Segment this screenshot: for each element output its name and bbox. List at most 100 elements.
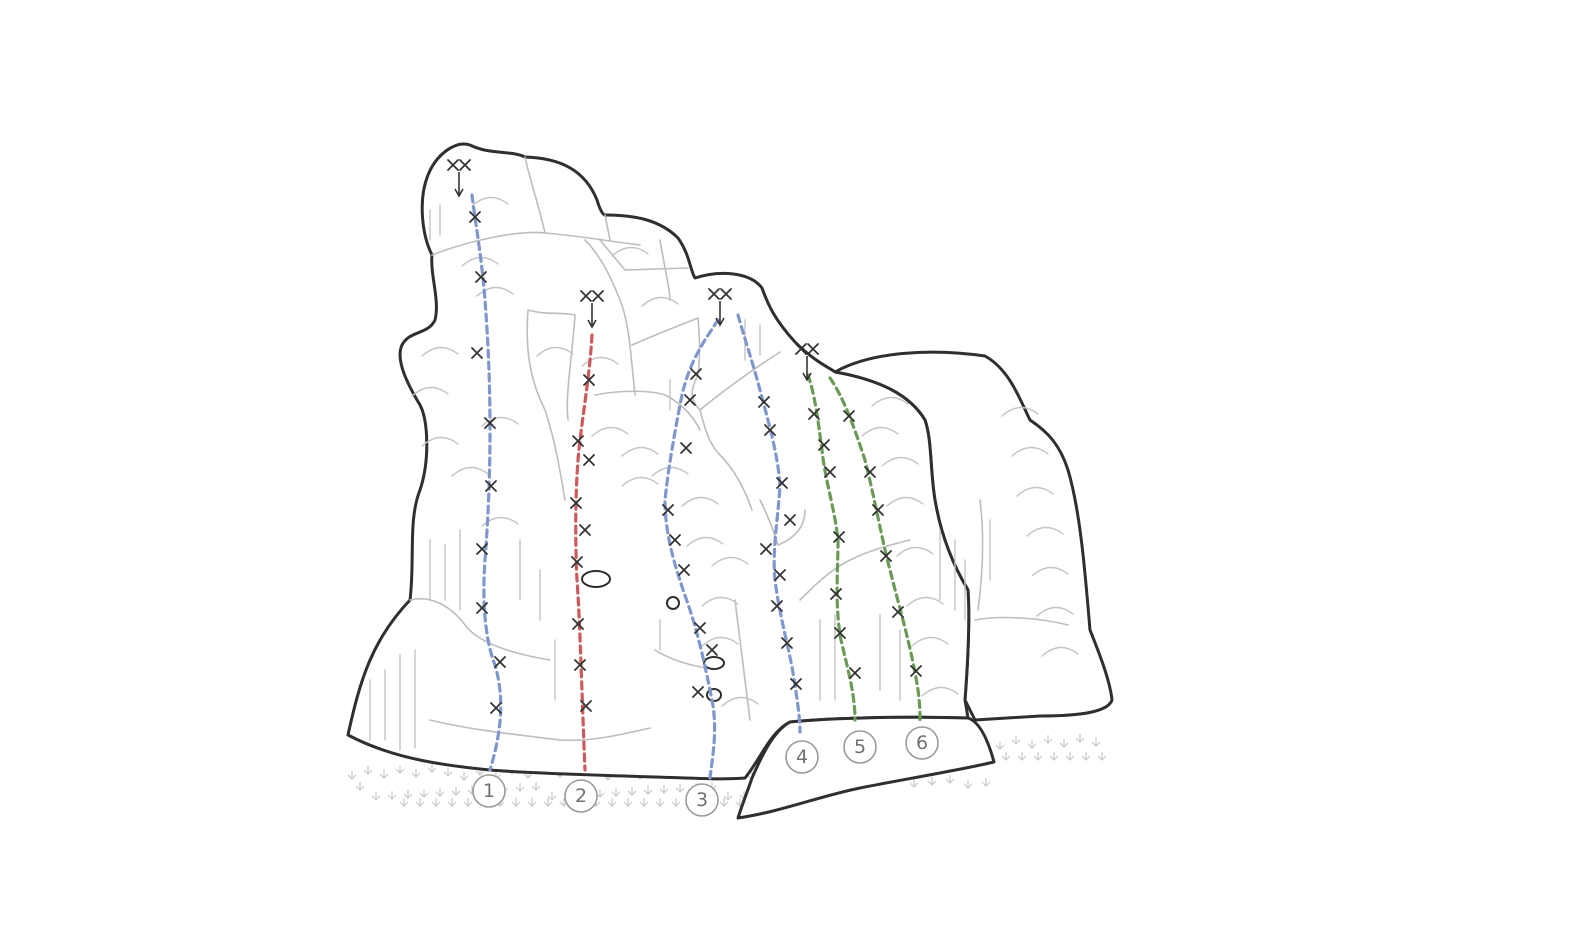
grass-tuft bbox=[515, 783, 525, 792]
grass-tuft bbox=[347, 771, 357, 780]
rock-texture-arc bbox=[471, 196, 509, 207]
route-2-bolt-3 bbox=[570, 497, 582, 509]
route-6-bolt-3 bbox=[880, 550, 892, 562]
grass-tuft bbox=[1017, 752, 1027, 761]
route-3-4-anchor bbox=[708, 288, 732, 327]
grass-tuft bbox=[659, 785, 669, 794]
anchors-layer bbox=[447, 159, 819, 382]
route-6-line[interactable] bbox=[828, 376, 922, 722]
grass-tuft bbox=[387, 791, 397, 800]
rock-texture-arc bbox=[861, 426, 899, 437]
grass-tuft bbox=[623, 798, 633, 807]
rock-texture-arc bbox=[481, 416, 519, 427]
grass-tuft bbox=[643, 786, 653, 795]
grass-tuft bbox=[995, 741, 1005, 750]
rock-texture-arc bbox=[621, 446, 659, 457]
route-1-line[interactable] bbox=[470, 193, 503, 772]
rock-texture-arc bbox=[481, 516, 519, 527]
route-6-bolt-4 bbox=[892, 606, 904, 618]
rock-texture-arc bbox=[621, 476, 659, 487]
grass-tuft bbox=[1097, 752, 1107, 761]
route-5-6-anchor bbox=[795, 343, 819, 382]
route-6-number: 6 bbox=[916, 732, 928, 754]
rock-texture-arc bbox=[871, 396, 909, 407]
route-2-bolt-6 bbox=[574, 659, 586, 671]
route-4-number: 4 bbox=[796, 746, 808, 768]
route-4-bolt-6 bbox=[790, 678, 802, 690]
route-5-line[interactable] bbox=[806, 373, 857, 722]
grass-tuft bbox=[355, 782, 365, 791]
route-1-bolt-4 bbox=[484, 417, 496, 429]
rock-texture-arc bbox=[896, 546, 934, 557]
grass-tuft bbox=[1059, 739, 1069, 748]
rock-texture-arc bbox=[1011, 446, 1049, 457]
route-2-bolt-9 bbox=[579, 524, 591, 536]
route-2-badge[interactable]: 2 bbox=[564, 779, 598, 813]
route-4-badge[interactable]: 4 bbox=[785, 740, 819, 774]
rock-texture-arc bbox=[701, 596, 739, 607]
route-1-bolt-3 bbox=[471, 347, 483, 359]
rock-texture-arc bbox=[611, 246, 649, 257]
rock-texture-arc bbox=[906, 596, 944, 607]
route-3-bolt-6 bbox=[692, 686, 704, 698]
grass-tuft bbox=[719, 798, 729, 807]
grass-tuft bbox=[1043, 735, 1053, 744]
route-3-bolt-4 bbox=[678, 564, 690, 576]
route-5-number: 5 bbox=[854, 736, 866, 758]
grass-tuft bbox=[927, 777, 937, 786]
route-1-number: 1 bbox=[483, 780, 495, 802]
grass-tuft bbox=[1065, 752, 1075, 761]
grass-tuft bbox=[1033, 752, 1043, 761]
grass-tuft bbox=[371, 792, 381, 801]
route-1-bolt-5 bbox=[485, 480, 497, 492]
rock-outline-main bbox=[346, 142, 971, 781]
grass-tuft bbox=[511, 798, 521, 807]
route-4-bolt-5 bbox=[781, 637, 793, 649]
grass-tuft bbox=[981, 778, 991, 787]
route-6-bolt-6 bbox=[872, 504, 884, 516]
bolts-layer bbox=[469, 211, 922, 714]
route-2-bolt-2 bbox=[572, 435, 584, 447]
rock-texture-arc bbox=[1041, 646, 1079, 657]
route-4-bolt-9 bbox=[774, 569, 786, 581]
route-3-badge[interactable]: 3 bbox=[685, 783, 719, 817]
route-5-bolt-2 bbox=[824, 466, 836, 478]
route-5-bolt-1 bbox=[808, 408, 820, 420]
grass-tuft bbox=[443, 768, 453, 777]
grass-tuft bbox=[415, 798, 425, 807]
grass-tuft bbox=[1027, 740, 1037, 749]
grass-tuft bbox=[459, 772, 469, 781]
route-5-badge[interactable]: 5 bbox=[843, 730, 877, 764]
grass-tuft bbox=[547, 792, 557, 801]
route-1-badge[interactable]: 1 bbox=[472, 774, 506, 808]
route-6-badge[interactable]: 6 bbox=[905, 726, 939, 760]
grass-tuft bbox=[675, 784, 685, 793]
route-5-bolt-7 bbox=[818, 439, 830, 451]
route-1-bolt-1 bbox=[469, 211, 481, 223]
route-1-anchor bbox=[447, 159, 471, 198]
route-1-bolt-7 bbox=[476, 602, 488, 614]
grass-tuft bbox=[463, 798, 473, 807]
rock-texture-arc bbox=[711, 556, 749, 567]
grass-tuft bbox=[611, 788, 621, 797]
grass-tuft bbox=[363, 766, 373, 775]
rock-texture-arc bbox=[476, 286, 514, 297]
route-1-bolt-6 bbox=[476, 543, 488, 555]
rock-texture-arc bbox=[921, 686, 959, 697]
grass-tuft bbox=[1011, 736, 1021, 745]
grass-tuft bbox=[399, 798, 409, 807]
rock-texture-arc bbox=[1016, 486, 1054, 497]
rock-texture-arc bbox=[686, 536, 724, 547]
route-3-bolt-7 bbox=[706, 644, 718, 656]
grass-tuft bbox=[403, 790, 413, 799]
route-2-line[interactable] bbox=[574, 333, 594, 772]
route-3-line[interactable] bbox=[663, 318, 720, 780]
grass-tuft bbox=[723, 792, 733, 801]
route-4-bolt-8 bbox=[784, 514, 796, 526]
grass-tuft bbox=[963, 780, 973, 789]
rock-texture-arc bbox=[411, 386, 449, 397]
grass-tuft bbox=[639, 798, 649, 807]
route-5-bolt-5 bbox=[834, 627, 846, 639]
grass-tuft bbox=[531, 782, 541, 791]
